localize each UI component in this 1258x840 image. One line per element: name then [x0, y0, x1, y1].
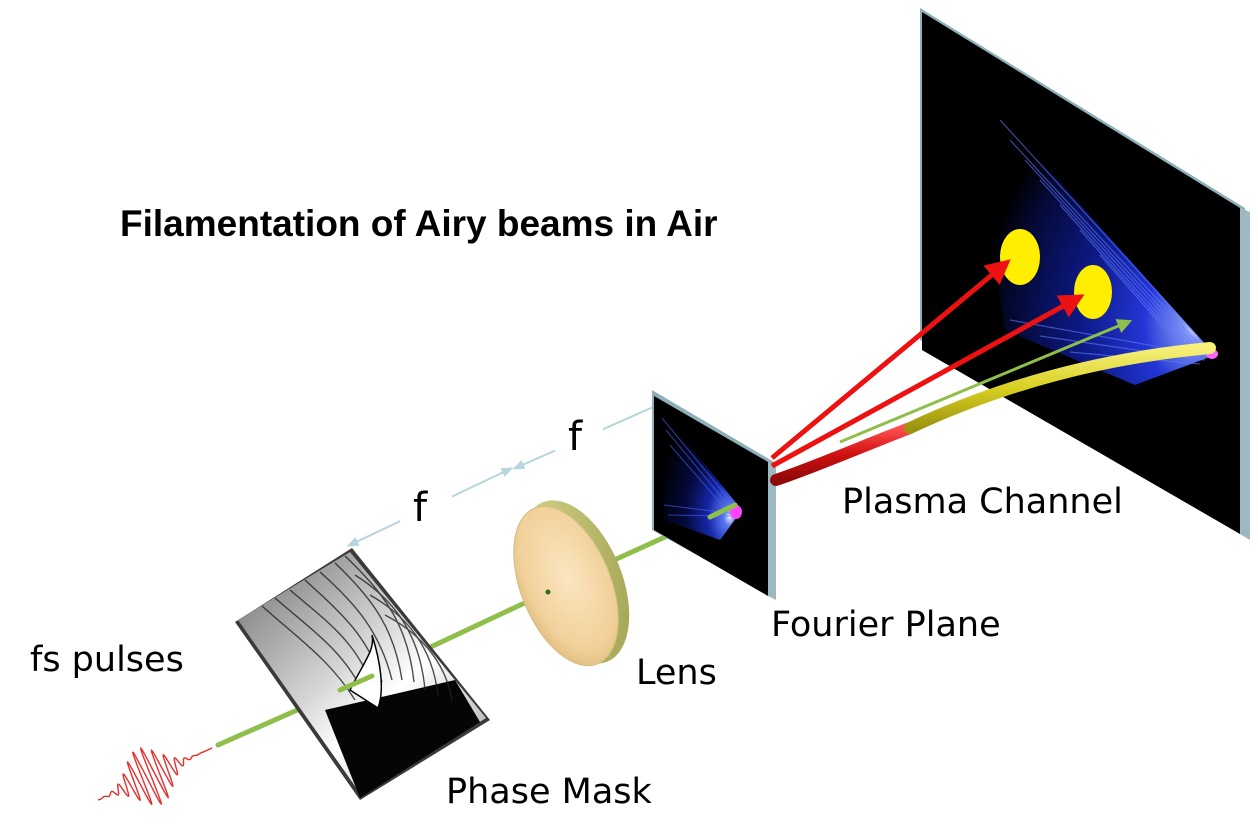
phase-mask-bright-fringe	[349, 634, 383, 710]
label-phase-mask: Phase Mask	[446, 772, 653, 812]
label-plasma-channel: Plasma Channel	[842, 482, 1123, 522]
label-fourier-plane: Fourier Plane	[771, 605, 1001, 645]
lobe-arrows	[770, 259, 1133, 469]
lens	[513, 500, 630, 667]
observation-screen	[920, 8, 1250, 540]
side-lobe-spot-2	[1074, 265, 1112, 319]
diagram-title: Filamentation of Airy beams in Air	[120, 203, 718, 244]
arrow-to-main-lobe	[839, 319, 1133, 444]
fourier-plane-screen	[652, 390, 776, 600]
arrow-to-spot-2	[770, 294, 1085, 469]
lens-face	[513, 505, 619, 667]
phase-mask	[235, 548, 490, 800]
label-lens: Lens	[636, 653, 717, 693]
plasma-channel-red-segment	[770, 422, 916, 486]
focal-length-label-2: f	[568, 414, 583, 460]
plasma-channel	[770, 342, 1216, 486]
arrow-to-spot-1	[770, 259, 1011, 460]
focal-dimension-lines	[346, 401, 666, 547]
focal-length-label-1: f	[413, 485, 428, 531]
label-fs-pulses: fs pulses	[30, 640, 184, 680]
side-lobe-spot-1	[1000, 229, 1040, 285]
fs-pulse-waveform	[97, 746, 213, 806]
plasma-channel-yellow-segment	[904, 342, 1216, 434]
